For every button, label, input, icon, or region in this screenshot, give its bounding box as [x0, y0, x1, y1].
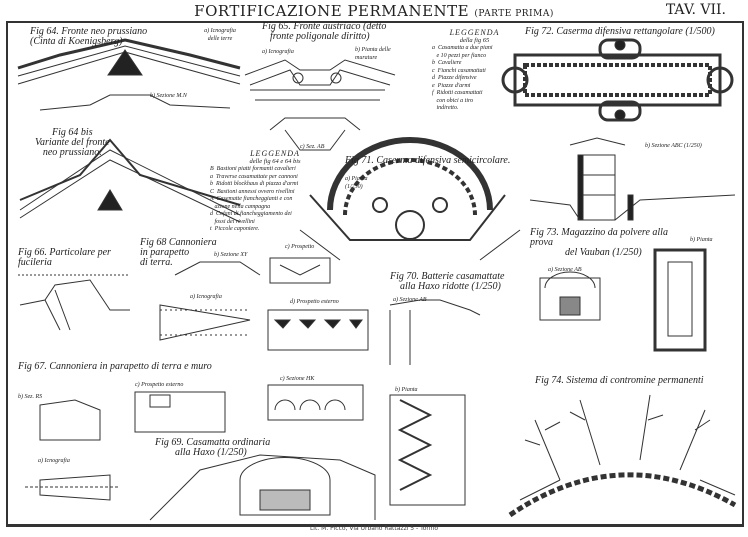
fig71-a-label: a) Pianta (1/250): [345, 175, 368, 191]
fig74-title: Fig 74. Sistema di contromine permanenti: [535, 375, 704, 386]
legend-item: d Piazze difensive: [432, 75, 477, 81]
fig68-line3: di terra.: [140, 257, 173, 268]
legend-item: b Cavaliere: [432, 60, 462, 66]
fig68-drawing: [159, 257, 369, 351]
fig71-drawing: [299, 137, 521, 261]
legend-fig65-title: LEGGENDA: [449, 28, 500, 37]
fig64-title: Fig 64. Fronte neo prussiano(Cinta di Ko…: [30, 27, 147, 47]
legend-fig65-sub: della fig 65: [459, 37, 490, 44]
fig64-a-label: a) Icnografia delle terre: [204, 28, 236, 42]
fig65-a-label: a) Icnografia: [262, 49, 294, 55]
fig65-title-line1: Fig 65. Fronte austriaco (detto: [262, 21, 387, 32]
legend-fig64: LEGGENDA delle fig 64 e 64 bis B Bastion…: [210, 149, 340, 234]
legend-fig65: LEGGENDA della fig 65 a Casamatta a due …: [432, 28, 517, 113]
fig72-title: Fig 72. Caserma difensiva rettangolare (…: [525, 26, 715, 37]
fig73-b-label: b) Pianta: [690, 237, 713, 243]
legend-item: C Bastioni annessi ovvero rivellini: [210, 188, 295, 195]
fig73-line1: Fig 73. Magazzino da polvere alla prova: [530, 227, 668, 248]
legend-item: fossi dei rivellini: [210, 218, 255, 225]
fig69-line2: alla Haxo (1/250): [175, 447, 247, 458]
fig73-a-label: a) Sezione AB: [548, 267, 582, 273]
fig74-drawing: [508, 394, 737, 518]
fig64bis-line3: neo prussiano.: [42, 147, 102, 158]
legend-item: d Cofani di fiancheggiamento dei: [210, 211, 292, 217]
fig65-drawing: [244, 59, 396, 151]
fig67-drawing: [25, 391, 226, 501]
legend-item: con obici a tiro: [432, 97, 474, 104]
fig66-drawing: [18, 274, 130, 331]
legend-item: f Ridotti casamattati: [432, 90, 483, 96]
legend-item: azione nella campagna: [210, 203, 271, 210]
fig67-b-label: b) Sez. RS: [18, 394, 43, 400]
plate-number: TAV. VII.: [665, 2, 726, 18]
plate-title: FORTIFICAZIONE PERMANENTE (PARTE PRIMA): [0, 2, 748, 20]
fig68-a-label: a) Icnografia: [190, 294, 222, 300]
fig64-drawing: [17, 38, 241, 111]
legend-fig64-sub: delle fig 64 e 64 bis: [249, 158, 301, 165]
fig67-title: Fig 67. Cannoniera in parapetto di terra…: [18, 361, 212, 372]
legend-item: A Casematte fiancheggianti e con: [210, 196, 293, 202]
fig68-line2: in parapetto: [140, 247, 190, 258]
fig70-b-label: b) Pianta: [395, 387, 418, 393]
fig72-b-label: b) Sezione ABC (1/250): [645, 143, 702, 149]
fig73-line2: del Vauban (1/250): [565, 247, 642, 258]
fig64bis-line2: Variante del fronte: [35, 137, 110, 148]
fig68-hk-label: c) Sezione HK: [280, 376, 315, 382]
fig70-drawing: [389, 299, 481, 506]
legend-item: e 10 pezzi per fianco: [432, 52, 487, 59]
legend-fig64-title: LEGGENDA: [250, 149, 300, 158]
legend-item: t Piccole caponiere.: [210, 226, 260, 232]
legend-item: indiretto.: [432, 105, 459, 111]
fig70-a-label: a) Sezione AB: [393, 297, 427, 303]
fig65-title-line2: fronte poligonale diritto): [270, 31, 370, 42]
title-subtitle: (PARTE PRIMA): [474, 9, 554, 19]
fig70-line2: alla Haxo ridotte (1/250): [400, 281, 501, 292]
legend-item: B Bastioni piatti formanti cavalieri: [210, 166, 296, 172]
fig64-b-label: b) Sezione M.N: [150, 93, 187, 99]
fig66-title: Fig 66. Particolare per fucileria: [18, 247, 111, 268]
fig69-drawing: [149, 454, 376, 521]
legend-item: e Piazze d'armi: [432, 82, 471, 89]
fig67-c-label: c) Prospetto esterno: [135, 382, 184, 388]
fig68-b-label: b) Sezione XY: [214, 252, 248, 258]
fig71-a-line1: a) Pianta: [345, 176, 368, 182]
legend-item: c Fianchi casamattati: [432, 67, 486, 74]
fig68-c-label: c) Prospetto: [285, 244, 315, 250]
fig64bis-line1: Fig 64 bis: [52, 127, 93, 138]
fig68-line1: Fig 68 Cannoniera: [140, 237, 217, 248]
fig72b-drawing: [529, 137, 736, 221]
fig68hk-drawing: [267, 384, 364, 421]
fig69-line1: Fig 69. Casamatta ordinaria: [155, 437, 271, 448]
fig64-title-line1: Fig 64. Fronte neo prussiano: [30, 26, 148, 37]
fig64bis-drawing: [19, 138, 241, 223]
fig64-title-line2: (Cinta di Koenigsberg): [30, 36, 123, 47]
fig71-title: Fig 71. Caserma difensiva semicircolare.: [345, 155, 511, 166]
fig73-drawing: [539, 248, 707, 352]
legend-item: a Casamatta a due piani: [432, 45, 493, 51]
fig65-b-label: b) Pianta delle murature: [355, 47, 391, 61]
fig65-c-label: c) Sez. AB: [300, 144, 325, 150]
fig72-drawing: [501, 38, 734, 122]
fig71-a-line2: (1/250): [345, 184, 363, 190]
legend-item: a Traverse casamattate per cannoni: [210, 173, 298, 180]
printer-credit: Lit. M. Picco, Via Urbano Rattazzi 5 - T…: [309, 525, 439, 532]
fig68-d-label: d) Prospetto esterno: [290, 299, 339, 305]
title-text: FORTIFICAZIONE PERMANENTE: [194, 2, 470, 20]
fig70-line1: Fig 70. Batterie casamattate: [390, 271, 505, 282]
fig67-a-label: a) Icnografia: [38, 458, 70, 464]
legend-item: b Ridotti blockhaus di piazza d'armi: [210, 181, 299, 187]
plate-frame: [6, 21, 744, 527]
